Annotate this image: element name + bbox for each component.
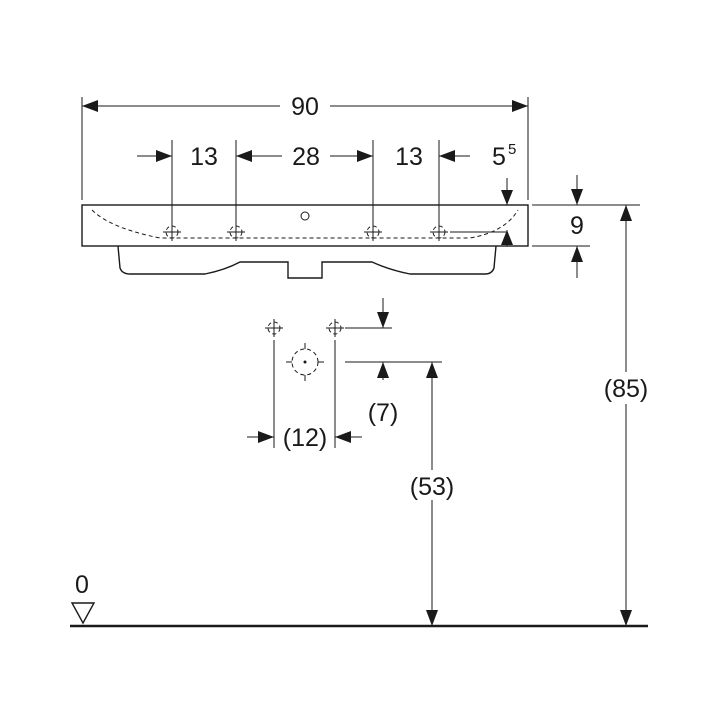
- trap-spacing-label: (12): [283, 424, 327, 452]
- tap-offset-right-label: 13: [395, 143, 423, 171]
- floor-level-marker: [70, 602, 96, 625]
- basin-body: [81, 204, 529, 279]
- dimension-tap-spacing: 13 28 13 5 5: [137, 140, 516, 246]
- rim-thickness-label: 9: [570, 212, 584, 240]
- dimension-overall-width: 90: [81, 93, 529, 200]
- waste-trap-detail: (12) (7) (53): [247, 298, 454, 626]
- rim-height-label: (85): [604, 375, 648, 403]
- trap-offset-label: (7): [368, 399, 399, 427]
- dimension-rim-thickness: 9: [532, 175, 640, 278]
- floor-reference: 0: [70, 571, 648, 628]
- tap-offset-left-label: 13: [190, 143, 218, 171]
- rim-offset-superscript: 5: [508, 141, 516, 158]
- floor-level-label: 0: [75, 571, 89, 599]
- dimension-rim-height: (85): [604, 205, 648, 626]
- overall-width-label: 90: [291, 93, 319, 121]
- tap-spacing-label: 28: [292, 143, 320, 171]
- waste-height-label: (53): [410, 473, 454, 501]
- rim-offset-label: 5: [492, 143, 506, 171]
